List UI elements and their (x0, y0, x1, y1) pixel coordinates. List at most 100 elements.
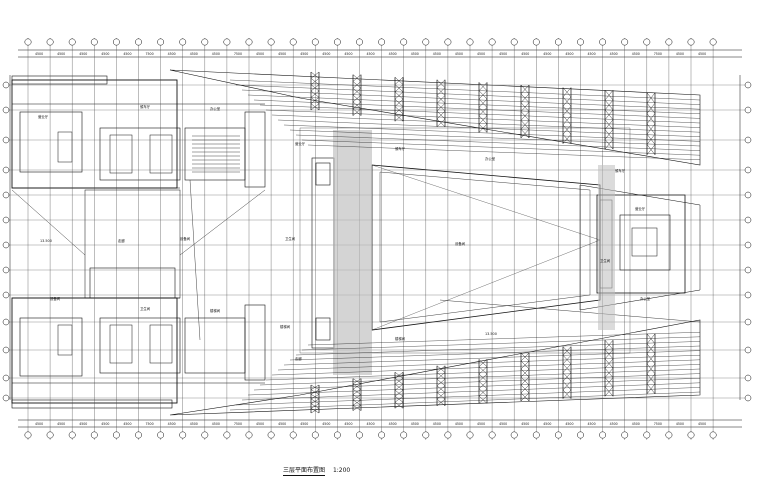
axis-bubble-top (510, 38, 518, 46)
truss-brace (352, 74, 362, 82)
dimension-label-top: 7500 (234, 52, 242, 56)
truss-brace (436, 103, 446, 112)
truss-brace (310, 90, 320, 98)
dimension-label-top: 4500 (698, 52, 706, 56)
dimension-label-bottom: 4500 (190, 422, 198, 426)
truss-brace (478, 98, 488, 108)
truss-brace (478, 107, 488, 116)
truss-brace (310, 97, 320, 104)
axis-bubble-bottom (532, 431, 540, 439)
axis-bubble-left (2, 216, 10, 224)
room-tag: 候车厅 (395, 146, 406, 151)
truss-brace (562, 87, 572, 98)
axis-bubble-top (577, 38, 584, 46)
dimension-label-bottom: 4500 (389, 422, 397, 426)
room-tag: 设备间 (455, 241, 466, 246)
dimension-label-bottom: 4500 (698, 422, 706, 426)
upper-truss (646, 92, 656, 155)
dimension-label-top: 4500 (256, 52, 264, 56)
dimension-label-top: 4500 (57, 52, 65, 56)
axis-bubble-left (2, 81, 10, 89)
axis-bubble-top (135, 38, 142, 46)
truss-brace (310, 389, 320, 395)
truss-brace (352, 101, 362, 109)
room-tag: 走廊 (295, 356, 302, 361)
dimension-label-top: 4500 (190, 52, 198, 56)
dimension-label-bottom: 4500 (433, 422, 441, 426)
truss-brace (520, 360, 530, 370)
axis-bubble-left (2, 166, 10, 174)
axis-bubble-top (90, 38, 98, 46)
room-tag: 办公室 (485, 156, 496, 161)
axis-bubble-top (444, 38, 452, 46)
truss-brace (520, 120, 530, 130)
dimension-label-bottom: 4500 (676, 422, 684, 426)
dimension-label-top: 4500 (123, 52, 131, 56)
truss-brace (646, 343, 656, 354)
truss-brace (394, 378, 404, 385)
truss-brace (646, 363, 656, 374)
axis-bubble-bottom (112, 431, 120, 439)
dimension-label-top: 4500 (212, 52, 220, 56)
room-tag: 13.500 (40, 239, 52, 243)
dimension-label-top: 4500 (366, 52, 374, 56)
axis-bubble-top (488, 38, 496, 46)
dimension-label-bottom: 4500 (411, 422, 419, 426)
dimension-label-top: 4500 (322, 52, 330, 56)
truss-brace (520, 102, 530, 112)
axis-bubble-bottom (378, 431, 386, 439)
truss-brace (562, 106, 572, 116)
canopy-rafter (265, 364, 701, 381)
dimension-label-top: 4500 (587, 52, 595, 56)
truss-brace (394, 396, 404, 403)
truss-brace (352, 383, 362, 390)
truss-brace (478, 359, 488, 367)
dimension-label-top: 4500 (168, 52, 176, 56)
axis-bubble-top (687, 38, 695, 46)
room-tag: 楼梯间 (395, 336, 406, 341)
truss-brace (604, 368, 614, 378)
canopy-rafter (241, 89, 701, 110)
axis-bubble-top (46, 38, 54, 46)
canopy-rafter (235, 387, 701, 406)
axis-bubble-bottom (444, 431, 452, 439)
axis-bubble-bottom (179, 431, 187, 439)
axis-bubble-left (2, 346, 10, 354)
dimension-label-bottom: 4500 (35, 422, 43, 426)
dimension-label-top: 4500 (278, 52, 286, 56)
room-tag: 办公室 (210, 106, 221, 111)
axis-bubble-right (744, 191, 752, 199)
lower-canopy (169, 319, 701, 416)
truss-brace (562, 346, 572, 356)
truss-brace (478, 115, 488, 125)
room-tag: 设备间 (50, 296, 61, 301)
truss-brace (394, 106, 404, 115)
truss-brace (436, 385, 446, 393)
dimension-label-bottom: 4500 (477, 422, 485, 426)
canopy-rafter (277, 119, 701, 137)
canopy-rafter (277, 355, 701, 371)
truss-brace (394, 77, 404, 85)
dimension-label-top: 4500 (300, 52, 308, 56)
hatch-band-left (333, 130, 372, 375)
truss-brace (478, 90, 488, 100)
room-tag: 设备间 (180, 236, 191, 241)
axis-bubble-right (744, 266, 752, 274)
canopy-rafter (235, 84, 701, 105)
room-tag: 卫生间 (600, 258, 611, 263)
dimension-label-bottom: 4500 (543, 422, 551, 426)
dimension-label-top: 4500 (543, 52, 551, 56)
truss-brace (478, 381, 488, 389)
dimension-label-bottom: 7500 (145, 422, 153, 426)
axis-bubble-right (744, 291, 752, 299)
dimension-label-top: 4500 (632, 52, 640, 56)
axis-bubble-bottom (24, 431, 32, 439)
dimension-label-bottom: 4500 (499, 422, 507, 426)
truss-brace (520, 93, 530, 103)
canopy-rafter (283, 350, 701, 366)
dimension-label-top: 4500 (344, 52, 352, 56)
axis-bubble-top (201, 38, 209, 46)
axis-bubble-bottom (311, 431, 319, 439)
axis-bubble-bottom (267, 431, 275, 439)
